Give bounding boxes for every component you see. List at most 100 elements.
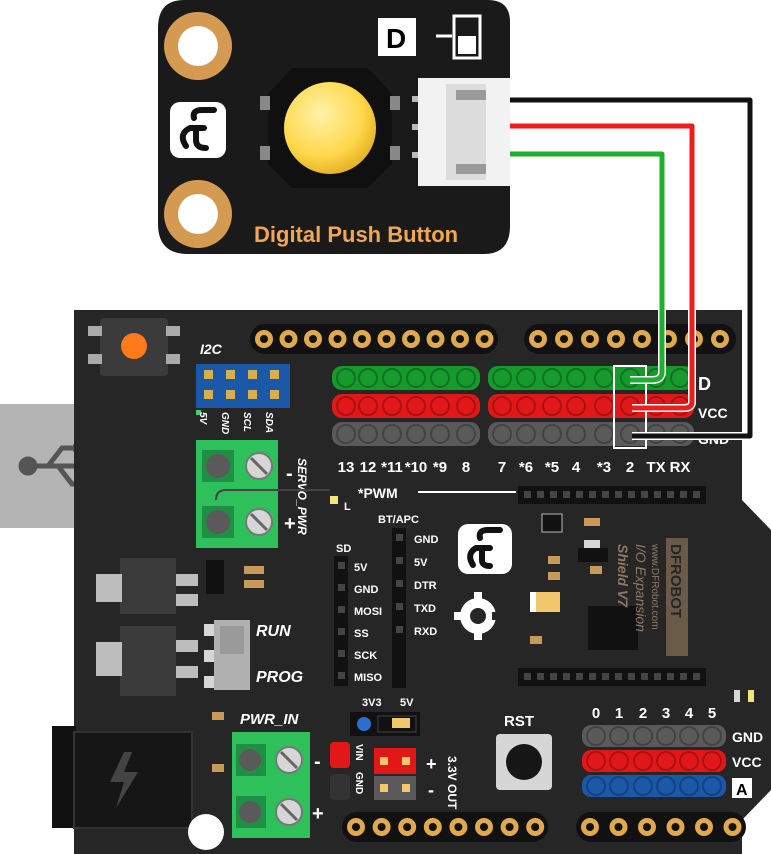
analog-pin <box>586 751 606 771</box>
analog-pin <box>656 726 676 746</box>
digital-pin <box>358 396 378 416</box>
digital-pin <box>566 424 586 444</box>
power-in-terminal <box>232 732 310 838</box>
digital-pin <box>336 424 356 444</box>
analog-pin-number: 3 <box>662 705 670 722</box>
digital-pin <box>516 368 536 388</box>
digital-pin <box>594 424 614 444</box>
digital-pin <box>542 424 562 444</box>
digital-pin <box>594 396 614 416</box>
i2c-pin <box>204 390 213 399</box>
wire-signal <box>510 151 665 383</box>
digital-d-label: D <box>698 374 711 394</box>
bt-pin <box>396 626 403 633</box>
voltage-select-jumper[interactable] <box>350 712 420 736</box>
bt-pin <box>396 603 403 610</box>
digital-pin <box>492 396 512 416</box>
pwm-label: *PWM <box>358 485 398 501</box>
digital-pin-label: 4 <box>572 459 581 476</box>
digital-pin <box>566 368 586 388</box>
brand-website: www.DFRobot.com <box>649 543 660 630</box>
digital-pin-label: *3 <box>597 459 611 476</box>
digital-pin <box>670 368 690 388</box>
analog-pin <box>633 776 653 796</box>
bt-pin-label: RXD <box>414 626 437 638</box>
analog-pin <box>609 726 629 746</box>
digital-pin <box>358 368 378 388</box>
digital-pin <box>516 424 536 444</box>
shield-version: Shield V7 <box>615 544 631 608</box>
open-hardware-gear-icon <box>454 592 502 640</box>
pwr-plus: + <box>312 803 324 825</box>
module-connector <box>412 78 510 186</box>
digital-pin <box>406 424 426 444</box>
analog-pin <box>679 726 699 746</box>
module-d-mark: D <box>386 23 406 54</box>
bt-pin <box>396 557 403 564</box>
push-button-module: D Digital Push Button <box>158 0 510 254</box>
out-header <box>374 748 416 800</box>
sd-pin-label: SCK <box>354 650 377 662</box>
digital-pin <box>382 424 402 444</box>
brand-name: DFROBOT <box>667 544 684 618</box>
digital-pin-label: 8 <box>462 459 470 476</box>
analog-gnd-label: GND <box>732 729 763 745</box>
out-plus: + <box>426 754 437 774</box>
module-title: Digital Push Button <box>254 222 458 247</box>
bottom-header-left <box>342 812 548 842</box>
wire-gnd <box>510 97 753 439</box>
digital-pin <box>456 368 476 388</box>
digital-pin <box>456 424 476 444</box>
prog-label: PROG <box>256 669 303 686</box>
digital-pin-label: *6 <box>519 459 533 476</box>
digital-vcc-label: VCC <box>698 405 728 421</box>
digital-pin <box>566 396 586 416</box>
bottom-header-right <box>576 812 746 842</box>
sd-header <box>334 556 348 686</box>
i2c-pin <box>270 390 279 399</box>
analog-pin <box>609 776 629 796</box>
servo-plus: + <box>284 513 296 535</box>
analog-pin <box>702 776 722 796</box>
digital-pin-label: 13 <box>338 459 355 476</box>
vin-label: VIN <box>353 744 364 761</box>
i2c-pin <box>248 370 257 379</box>
digital-pin <box>594 368 614 388</box>
analog-pin <box>586 776 606 796</box>
digital-pin <box>406 396 426 416</box>
i2c-pin <box>270 370 279 379</box>
analog-pin <box>679 751 699 771</box>
digital-pin <box>516 396 536 416</box>
digital-pin-label: 7 <box>498 459 506 476</box>
pwr-minus: - <box>314 751 321 773</box>
i2c-pin-label: SCL <box>241 412 252 432</box>
digital-pin <box>430 368 450 388</box>
digital-pin <box>336 368 356 388</box>
sd-pin <box>338 606 345 613</box>
i2c-label: I2C <box>200 341 223 357</box>
servo-power-terminal <box>196 440 278 548</box>
i2c-pin <box>226 370 235 379</box>
bt-pin-label: TXD <box>414 603 436 615</box>
push-button-cap[interactable] <box>260 68 400 188</box>
sd-pin-label: MISO <box>354 672 383 684</box>
sd-pin <box>338 672 345 679</box>
run-prog-switch[interactable] <box>204 620 250 690</box>
i2c-pin <box>248 390 257 399</box>
analog-pin-number: 0 <box>592 705 600 722</box>
jumper-gnd-label: GND <box>353 772 364 794</box>
out33-label: 3.3V OUT <box>445 756 459 810</box>
bt-pin-label: GND <box>414 534 439 546</box>
digital-pin <box>336 396 356 416</box>
digital-pin <box>430 396 450 416</box>
wires <box>510 96 754 440</box>
l-led-label: L <box>344 501 351 513</box>
digital-pin <box>492 368 512 388</box>
digital-pin <box>406 368 426 388</box>
analog-pin <box>679 776 699 796</box>
reset-button[interactable] <box>496 734 552 790</box>
wire-vcc <box>510 123 695 411</box>
analog-pin <box>609 751 629 771</box>
analog-pin <box>633 751 653 771</box>
brand-block: DFROBOT www.DFRobot.com I/O Expansion Sh… <box>615 538 688 656</box>
